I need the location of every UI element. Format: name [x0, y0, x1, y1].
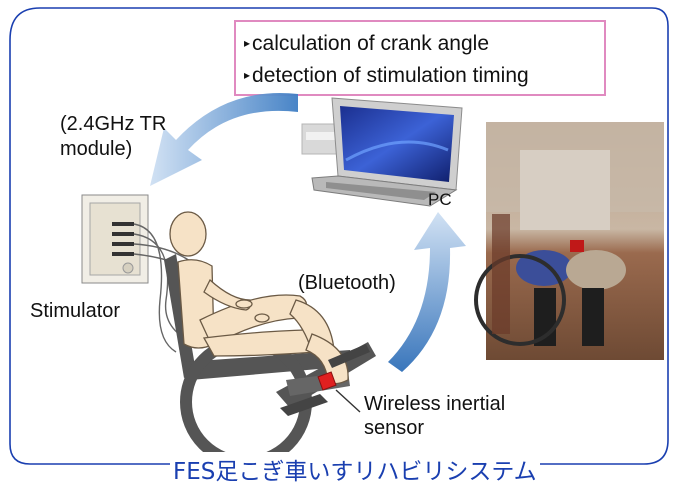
feature-box: ▸calculation of crank angle ▸detection o…: [234, 20, 606, 96]
sensor-marker: [317, 371, 337, 391]
bullet-triangle-icon: ▸: [244, 36, 251, 50]
diagram-title: FES足こぎ車いすリハビリシステム: [170, 452, 540, 486]
bluetooth-label: (Bluetooth): [298, 272, 396, 294]
sensor-pointer-line: [335, 389, 361, 413]
pc-label: PC: [428, 190, 452, 209]
tr-module-arrow: [150, 92, 298, 186]
stimulator-label: Stimulator: [30, 300, 121, 322]
stimulator-device: [81, 194, 149, 284]
crank-assembly: [280, 344, 370, 416]
patient-figure: [169, 211, 349, 385]
sensor-label: Wireless inertial sensor: [364, 393, 506, 439]
bluetooth-arrow: [388, 212, 466, 372]
feature-item-stimulation-timing: ▸detection of stimulation timing: [244, 64, 529, 87]
laptop-icon: [301, 97, 463, 207]
tr-module-label: (2.4GHz TR module): [60, 113, 167, 160]
patient-photo: [474, 122, 664, 360]
bullet-triangle-icon: ▸: [244, 68, 251, 82]
feature-item-crank-angle: ▸calculation of crank angle: [244, 32, 490, 55]
